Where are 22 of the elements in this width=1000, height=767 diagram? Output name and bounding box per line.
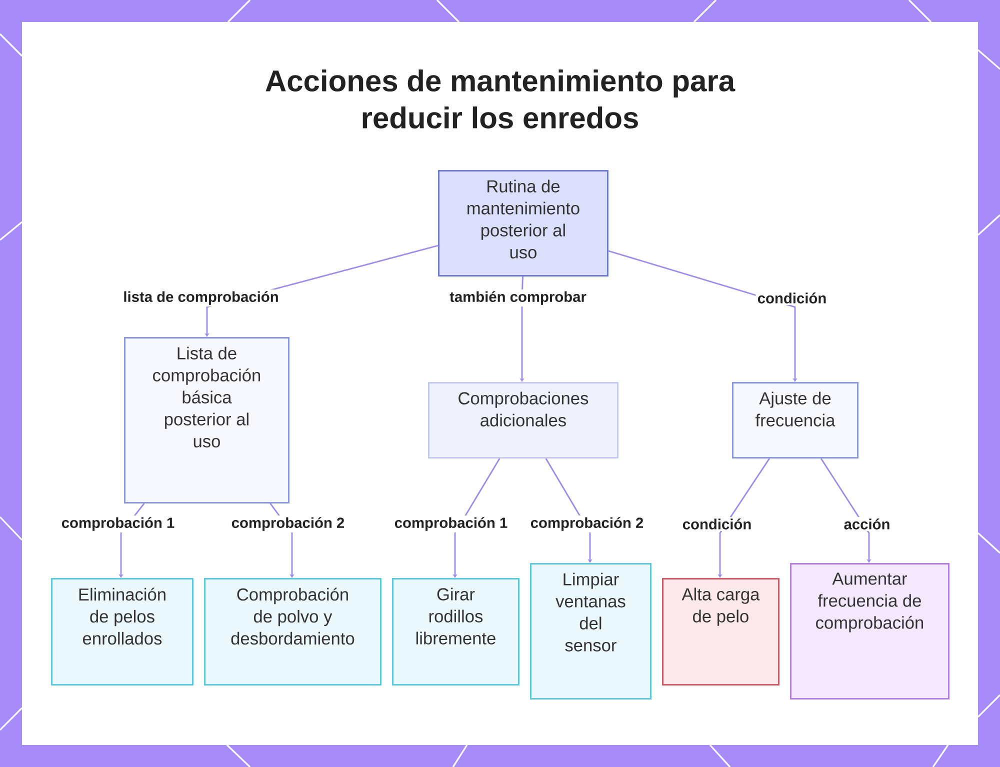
edge-label: comprobación 2 [230,516,346,532]
edge-label: lista de comprobación [122,290,280,306]
edge-label: condición [680,516,754,532]
condition-box: Alta carga de pelo [662,578,780,686]
edge-label: también comprobar [448,290,588,306]
edge-label: comprobación 1 [392,516,510,532]
process-box: Comprobaciones adicionales [428,382,618,458]
edge-label: comprobación 2 [528,516,646,532]
process-box: Girar rodillos libremente [392,578,520,686]
edge-label: condición [756,290,828,306]
process-box: Eliminación de pelos enrollados [51,578,194,686]
process-box: Limpiar ventanas del sensor [530,563,652,700]
process-box: Comprobación de polvo y desbordamiento [204,578,382,686]
process-box: Ajuste de frecuencia [732,382,858,458]
action-box: Aumentar frecuencia de comprobación [790,563,950,700]
connector [608,250,798,382]
edge-label: comprobación 1 [60,516,176,532]
connector [820,458,872,563]
title: Acciones de mantenimiento para reducir los enredos [266,69,736,128]
process-box: Lista de comprobación básica posterior al uso [124,337,290,504]
process-box: Rutina de mantenimiento posterior al uso [438,170,608,276]
edge-label: acción [842,516,892,532]
